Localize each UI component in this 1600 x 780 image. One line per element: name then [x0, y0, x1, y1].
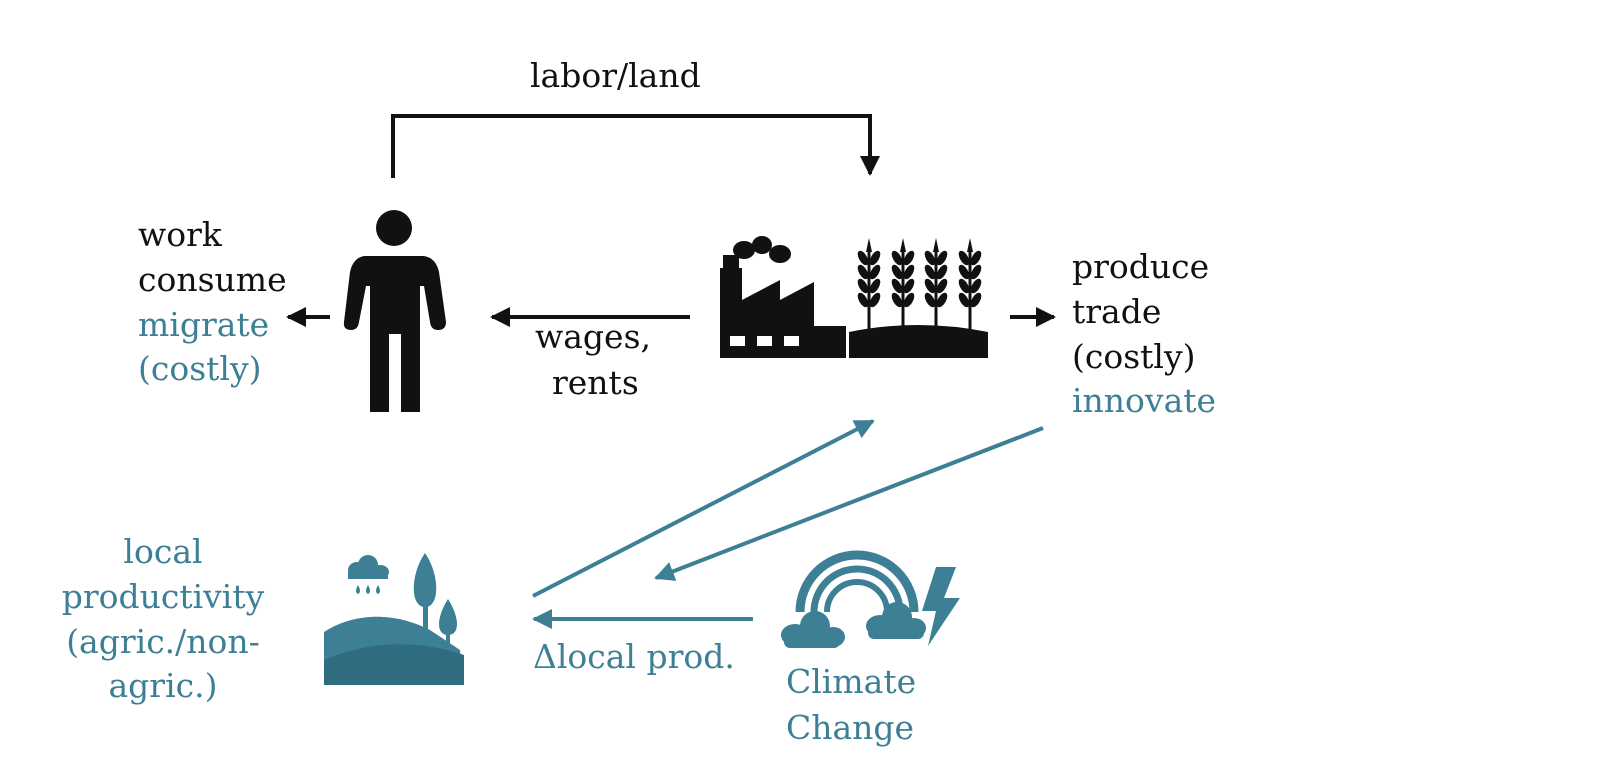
- migrate-label: migrate: [138, 305, 270, 344]
- trade-costly-label: (costly): [1072, 337, 1196, 376]
- wheat-field-icon: [849, 238, 988, 358]
- productivity-line-2: productivity: [61, 577, 265, 616]
- wages-label: wages,: [535, 317, 651, 356]
- climate-label: Climate: [786, 662, 917, 701]
- work-label: work: [138, 215, 222, 254]
- person-icon: [343, 210, 446, 412]
- rents-label: rents: [552, 363, 639, 402]
- labor-land-label: labor/land: [530, 56, 701, 95]
- migrate-costly-label: (costly): [138, 349, 262, 388]
- trade-label: trade: [1072, 292, 1162, 331]
- innovate-label: innovate: [1072, 381, 1217, 420]
- consume-label: consume: [138, 260, 287, 299]
- landscape-rain-trees-icon: [324, 553, 464, 685]
- change-label: Change: [786, 708, 915, 747]
- factory-icon: [720, 236, 846, 358]
- productivity-line-4: agric.): [108, 666, 218, 705]
- delta-local-prod-label: Δlocal prod.: [533, 637, 735, 676]
- innovate-to-productivity-arrow: [654, 426, 1044, 581]
- produce-label: produce: [1072, 247, 1210, 286]
- labor-land-arrow: [391, 114, 880, 178]
- rainbow-clouds-lightning-icon: [781, 550, 960, 648]
- productivity-to-firms-arrow: [532, 419, 875, 598]
- productivity-line-3: (agric./non-: [66, 622, 260, 661]
- productivity-line-1: local: [123, 532, 203, 571]
